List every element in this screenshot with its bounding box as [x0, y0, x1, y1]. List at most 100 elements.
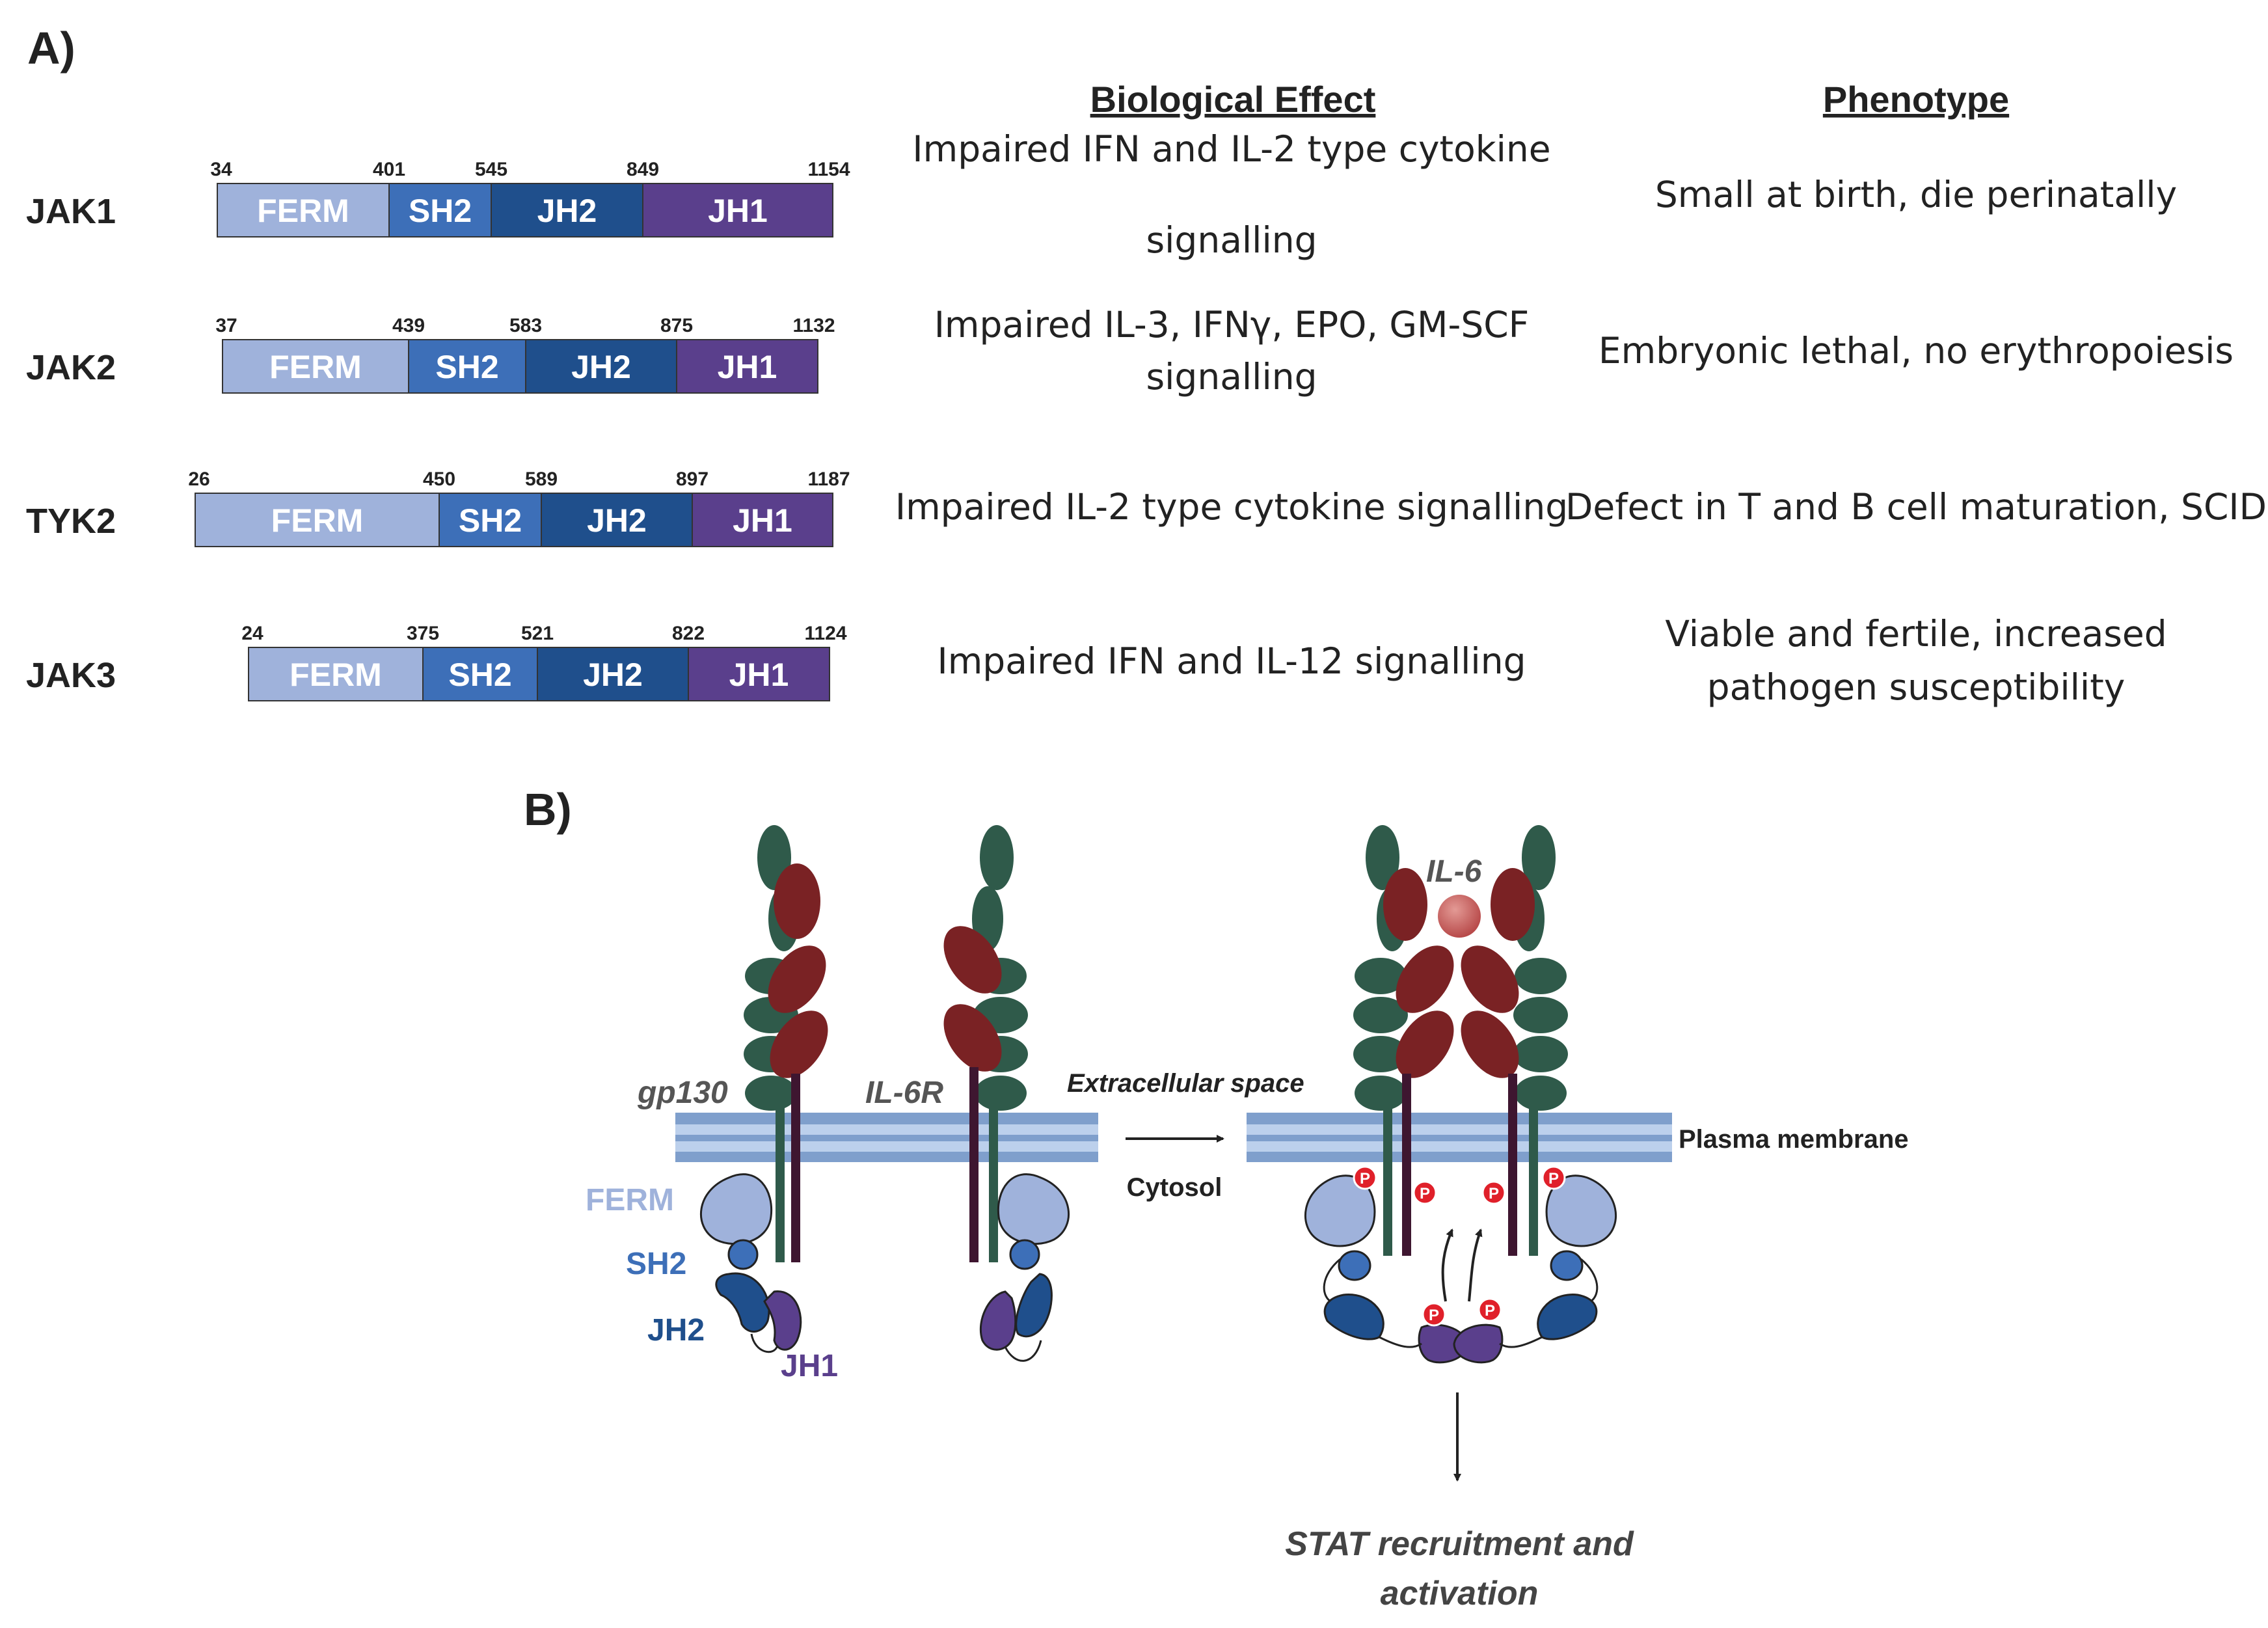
domain-jh1: [676, 339, 818, 394]
gp130-label: gp130: [637, 1076, 728, 1110]
biological-effect-text: signalling: [1146, 356, 1317, 398]
domain-jh1: [642, 183, 833, 237]
domain-sh2: [408, 339, 526, 394]
membrane-right: [1247, 1113, 1672, 1162]
domain-ferm: [217, 183, 390, 237]
panel-b-label: B): [524, 784, 572, 835]
phenotype-text: Small at birth, die perinatally: [1655, 174, 2177, 215]
domain-ferm: [195, 493, 440, 547]
il6r-receptor-left: [768, 863, 828, 1262]
domain-label: JH1: [729, 657, 789, 693]
jak-name: JAK1: [26, 192, 116, 231]
residue-position: 521: [521, 623, 554, 644]
phosphate-icon: P: [1541, 1165, 1566, 1190]
phosphate-label: P: [1429, 1307, 1439, 1324]
panel-b: B): [524, 784, 1909, 1612]
inactive-receptor-complex: [700, 825, 1070, 1362]
domain-label: JH2: [571, 349, 631, 385]
jak-inactive-right: [979, 1173, 1070, 1362]
il6r-label: IL-6R: [865, 1076, 943, 1110]
biological-effect-text: Impaired IL-2 type cytokine signalling: [895, 486, 1568, 528]
biological-effect-text: Impaired IL-3, IFNγ, EPO, GM-SCF: [934, 304, 1530, 346]
domain-label: FERM: [257, 193, 349, 229]
phosphate-label: P: [1489, 1185, 1499, 1202]
phosphate-label: P: [1548, 1170, 1559, 1187]
domain-sh2: [388, 183, 492, 237]
jak-name: JAK2: [26, 348, 116, 387]
il6r-active-right: [1461, 868, 1535, 1256]
domain-jh2: [491, 183, 643, 237]
residue-position: 439: [392, 315, 425, 336]
header-biological-effect: Biological Effect: [1090, 79, 1376, 120]
phosphate-icon: P: [1478, 1297, 1502, 1322]
phenotype-text: Embryonic lethal, no erythropoiesis: [1599, 330, 2234, 372]
phenotype-text: Viable and fertile, increased: [1665, 613, 2167, 655]
residue-position: 849: [627, 159, 659, 180]
domain-label: SH2: [459, 502, 522, 539]
domain-label: JH1: [708, 193, 768, 229]
residue-position: 545: [475, 159, 507, 180]
phosphate-label: P: [1360, 1170, 1370, 1187]
residue-position: 34: [210, 159, 232, 180]
domain-ferm: [222, 339, 409, 394]
phosphate-icon: P: [1422, 1302, 1446, 1327]
domain-label: FERM: [290, 657, 382, 693]
domain-label: JH2: [537, 193, 597, 229]
residue-position: 375: [407, 623, 439, 644]
domain-label: SH2: [409, 193, 472, 229]
domain-jh2: [525, 339, 677, 394]
plasma-membrane-label: Plasma membrane: [1679, 1125, 1909, 1154]
jak-name: JAK3: [26, 656, 116, 695]
residue-position: 1187: [807, 468, 850, 490]
domain-sh2: [422, 647, 538, 701]
domain-ferm: [248, 647, 424, 701]
residue-position: 897: [676, 468, 709, 490]
biological-effect-text: signalling: [1146, 219, 1317, 261]
il6r-active-left: [1383, 868, 1454, 1256]
residue-position: 26: [188, 468, 209, 490]
domain-label: JH2: [583, 657, 643, 693]
domain-label: SH2: [435, 349, 498, 385]
membrane-left: [675, 1113, 1098, 1162]
extracellular-space-label: Extracellular space: [1067, 1069, 1304, 1098]
jak-row-jak1: JAK1 FERM SH2 JH2 JH1 34 401 545 849 1154 Impaired…: [26, 128, 2177, 261]
residue-position: 1154: [807, 159, 850, 180]
il6-ligand: [1438, 895, 1481, 938]
cytosol-label: Cytosol: [1127, 1173, 1222, 1202]
phenotype-text: Defect in T and B cell maturation, SCID: [1565, 486, 2267, 528]
il6-label: IL-6: [1426, 854, 1482, 889]
panel-a-label: A): [27, 23, 75, 74]
residue-position: 589: [525, 468, 558, 490]
jak-inactive-left: [700, 1173, 802, 1353]
biological-effect-text: Impaired IFN and IL-2 type cytokine: [912, 128, 1550, 170]
biological-effect-text: Impaired IFN and IL-12 signalling: [937, 640, 1526, 682]
residue-position: 822: [672, 623, 705, 644]
domain-label: JH1: [718, 349, 777, 385]
phosphate-label: P: [1485, 1302, 1495, 1320]
domain-label: JH2: [587, 502, 647, 539]
residue-position: 401: [373, 159, 405, 180]
transphosphorylation-arrow-right: [1468, 1228, 1483, 1302]
domain-label: JH1: [733, 502, 792, 539]
domain-sh2: [439, 493, 542, 547]
jh1-label: JH1: [781, 1349, 838, 1383]
jak-name: TYK2: [26, 502, 116, 541]
domain-label: FERM: [271, 502, 364, 539]
phosphate-label: P: [1420, 1185, 1430, 1202]
phosphate-icon: P: [1353, 1165, 1377, 1190]
residue-position: 1132: [792, 315, 835, 336]
domain-label: FERM: [269, 349, 362, 385]
phenotype-text: pathogen susceptibility: [1707, 666, 2126, 708]
jak-row-tyk2: TYK2 FERM SH2 JH2 JH1 26 450 589 897 1187Impaired…: [26, 468, 2267, 547]
jak-active-left: [1304, 1174, 1468, 1364]
domain-jh1: [692, 493, 833, 547]
phosphate-icon: P: [1412, 1180, 1437, 1205]
residue-position: 450: [423, 468, 455, 490]
phosphate-icon: P: [1481, 1180, 1506, 1205]
active-receptor-complex: P P P P P P: [1304, 825, 1617, 1364]
